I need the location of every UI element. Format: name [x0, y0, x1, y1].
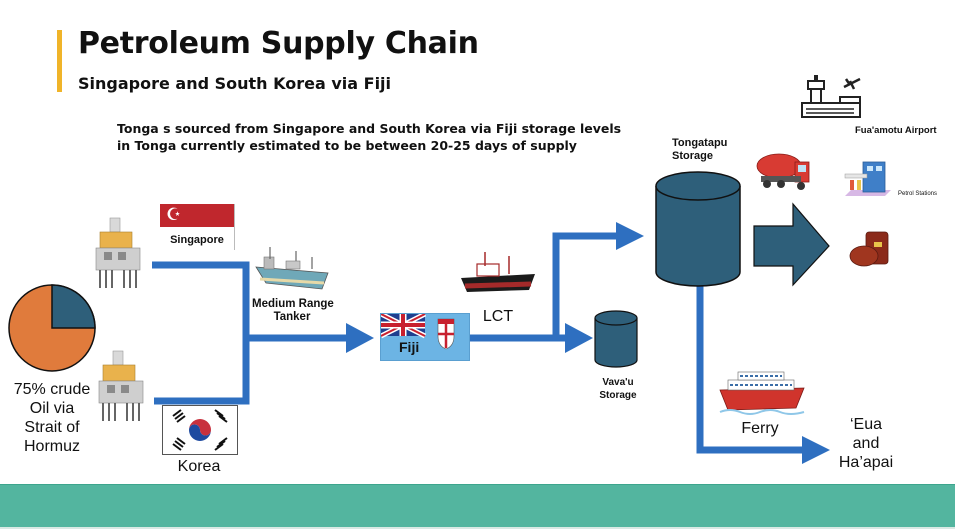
petrol-stations-label: Petrol Stations — [898, 191, 938, 197]
oil-platform-korea-icon — [98, 350, 144, 421]
vavau-storage-label-line-1: Vava'u — [602, 377, 634, 388]
singapore-label: Singapore — [170, 234, 224, 246]
pie-label-line-3: Strait of — [24, 419, 80, 436]
footer-bottom-line — [0, 527, 955, 529]
tanker-label: Medium Range Tanker — [252, 298, 334, 324]
arrow-to-tongatapu — [616, 222, 644, 250]
pie-label: 75% crude Oil via Strait of Hormuz — [2, 380, 102, 456]
tongatapu-storage-label-line-1: Tongatapu — [672, 137, 728, 149]
pipeline-to-tongatapu — [552, 232, 618, 338]
distribution-arrow — [753, 202, 830, 287]
fiji-label: Fiji — [399, 339, 420, 355]
tongatapu-storage-label-line-2: Storage — [672, 150, 713, 162]
pipeline-korea — [154, 338, 250, 405]
outer-islands-label-line-1: ‘Eua — [849, 416, 883, 433]
korea-flag-emblem — [172, 409, 228, 451]
outer-islands-label-line-3: Ha’apai — [838, 454, 894, 471]
outer-islands-label-line-2: and — [852, 435, 880, 452]
fiji-flag-graphics — [381, 314, 455, 350]
arrow-to-outer-islands — [802, 436, 830, 464]
petrol-station-icon — [844, 161, 891, 196]
lct-ship-icon — [461, 252, 535, 292]
singapore-flag-white-band — [160, 227, 234, 250]
pie-label-line-2: Oil via — [29, 400, 75, 417]
tanker-label-line-1: Medium Range — [252, 298, 334, 310]
tanker-label-line-2: Tanker — [273, 311, 311, 323]
korea-label: Korea — [177, 458, 221, 475]
vavau-storage-tank — [594, 310, 638, 368]
description-line-2: in Tonga currently estimated to be betwe… — [117, 138, 577, 153]
ferry-icon — [719, 371, 805, 415]
description-line-1: Tonga s sourced from Singapore and South… — [117, 121, 622, 136]
oil-platform-singapore-icon — [95, 217, 141, 288]
tanker-ship-icon — [255, 247, 329, 290]
ferry-label: Ferry — [741, 420, 779, 437]
pipeline-singapore — [152, 261, 250, 338]
vavau-storage-label-line-2: Storage — [599, 390, 637, 401]
footer-band — [0, 484, 955, 528]
outer-islands-label: ‘Eua and Ha’apai — [838, 415, 894, 472]
airport-icon — [801, 75, 861, 118]
lct-label: LCT — [482, 308, 514, 325]
singapore-flag: ☪ — [160, 204, 235, 250]
airport-label: Fua'amotu Airport — [855, 125, 937, 136]
tongatapu-storage-label: Tongatapu Storage — [672, 137, 727, 163]
pie-label-line-1: 75% crude — [13, 381, 91, 398]
page-title: Petroleum Supply Chain — [78, 26, 479, 61]
singapore-flag-red-band: ☪ — [160, 204, 234, 227]
pie-label-line-4: Hormuz — [23, 438, 80, 455]
description: Tonga s sourced from Singapore and South… — [117, 120, 621, 154]
arrow-to-fiji — [346, 323, 374, 353]
tongatapu-storage-tank — [655, 171, 741, 287]
hormuz-pie-chart — [8, 284, 96, 372]
vavau-storage-label: Vava'u Storage — [590, 376, 646, 402]
fiji-flag: Fiji — [380, 313, 470, 361]
arrow-to-vavau — [565, 323, 593, 353]
crescent-star-icon: ☪ — [166, 205, 182, 224]
oil-barrels-icon — [849, 231, 889, 267]
fuel-truck-icon — [756, 153, 810, 190]
korea-flag — [162, 405, 238, 455]
pie-slice-other — [51, 284, 96, 329]
title-accent-bar — [57, 30, 62, 92]
page-subtitle: Singapore and South Korea via Fiji — [78, 74, 392, 93]
pipeline-to-outer-islands — [696, 285, 804, 454]
